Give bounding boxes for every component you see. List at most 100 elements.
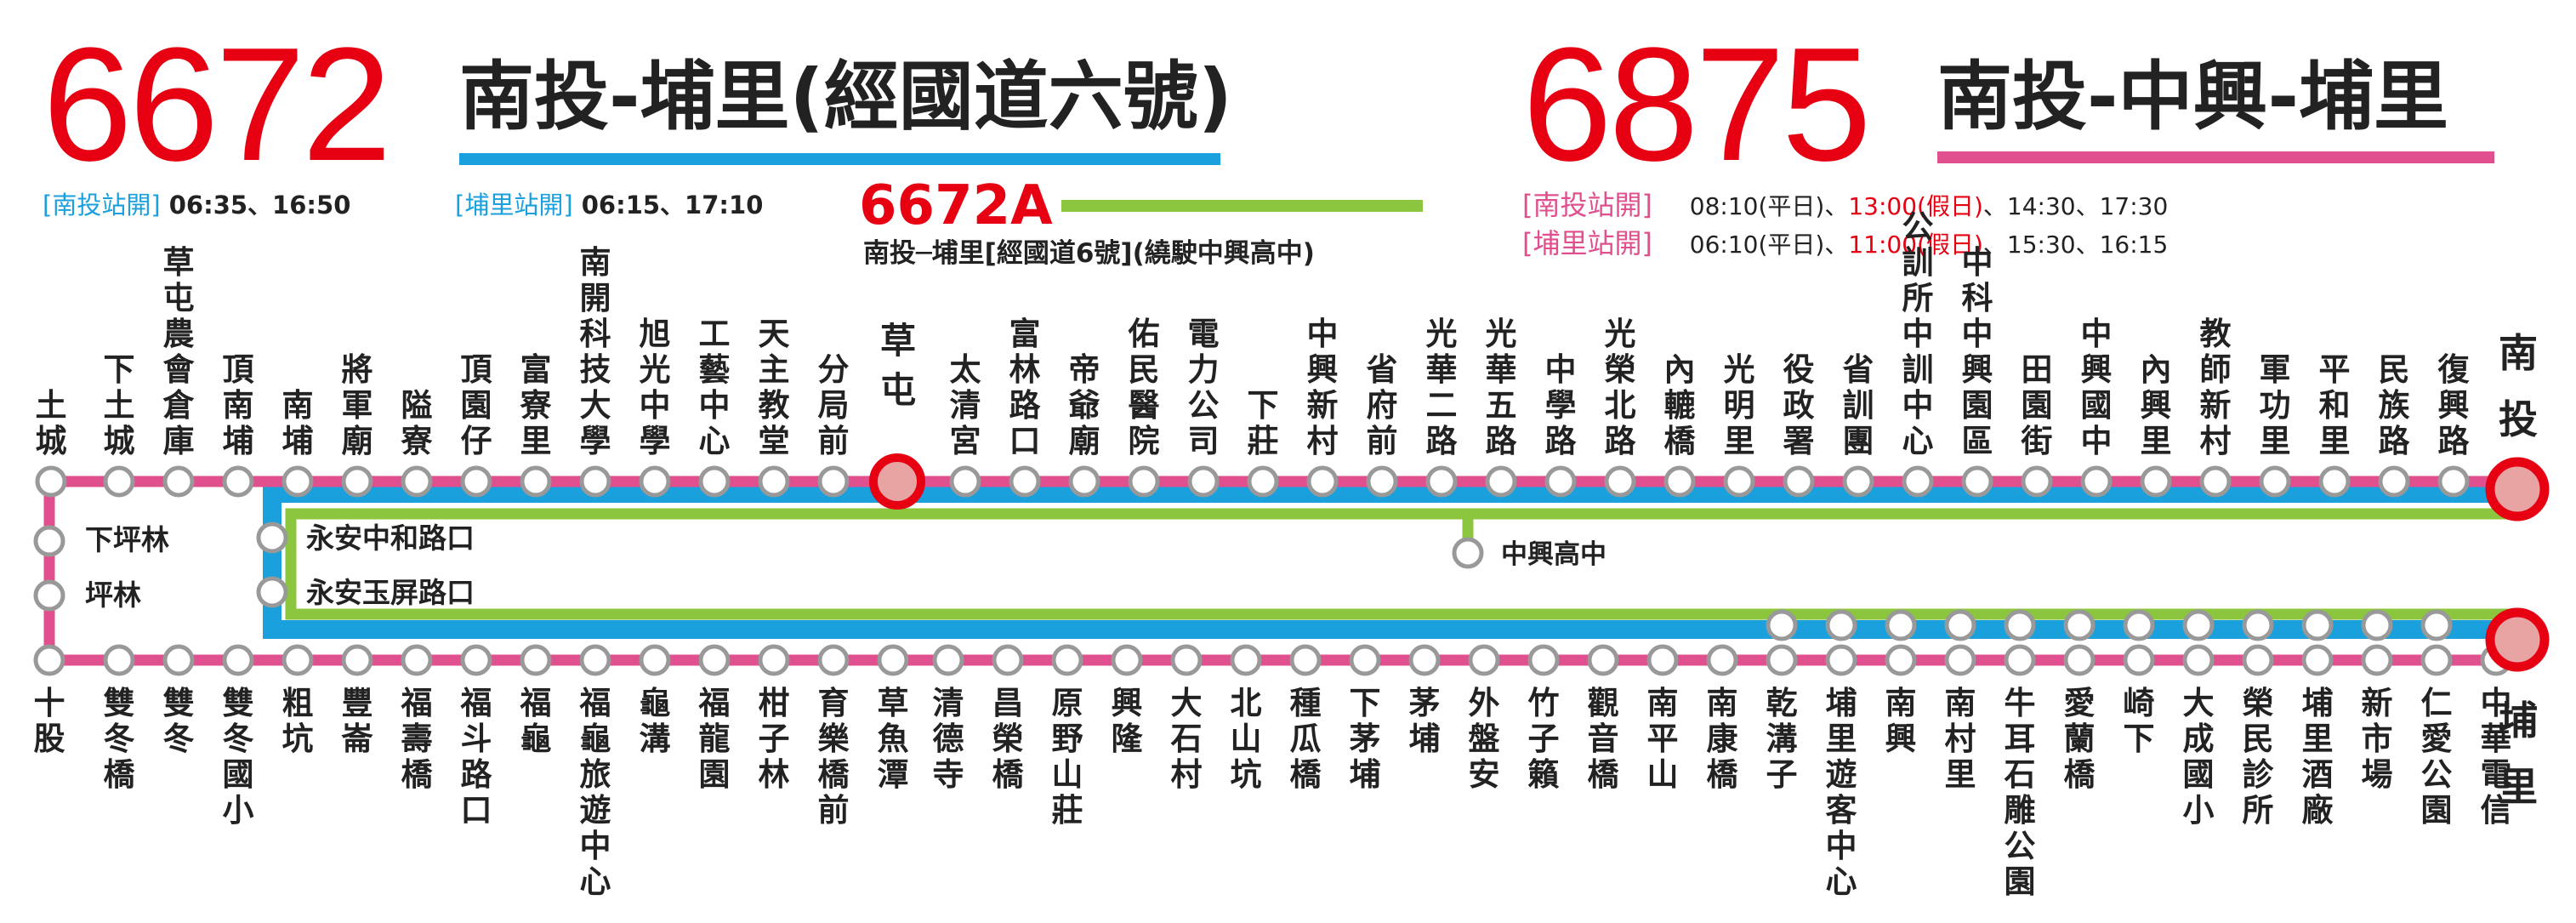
stop-circle-bottom-28 xyxy=(1706,644,1738,676)
stop-label-top-20: 下 莊 xyxy=(1247,387,1279,459)
stop-circle-express-6 xyxy=(2123,609,2155,641)
route-6875-line xyxy=(43,476,2517,666)
stop-circle-bottom-33 xyxy=(2004,644,2036,676)
stop-circle-bottom-2 xyxy=(162,644,195,676)
stop-circle-bottom-16 xyxy=(992,644,1024,676)
stop-circle-top-16 xyxy=(1009,465,1041,498)
stop-label-top-11: 工 藝 中 心 xyxy=(698,316,731,459)
side-stop-pinglin: 坪林 xyxy=(85,578,141,612)
terminal-puli-circle xyxy=(2485,607,2550,672)
side-stop-yongan-zhonghe: 永安中和路口 xyxy=(306,521,475,555)
stop-label-top-32: 中 科 中 興 園 區 xyxy=(1961,244,1993,459)
stop-label-top-24: 光 華 五 路 xyxy=(1485,316,1517,459)
stop-circle-top-7 xyxy=(460,465,492,498)
stop-label-bottom-33: 牛 耳 石 雕 公 園 xyxy=(2004,685,2036,900)
stop-circle-top-10 xyxy=(639,465,671,498)
stop-label-bottom-31: 南 興 xyxy=(1885,685,1917,757)
stop-circle-express-1 xyxy=(1825,609,1857,641)
stop-circle-bottom-17 xyxy=(1051,644,1083,676)
stop-label-bottom-13: 育 樂 橋 前 xyxy=(817,685,850,829)
stop-circle-top-32 xyxy=(1961,465,1993,498)
stop-circle-bottom-20 xyxy=(1230,644,1262,676)
stop-label-top-16: 富 林 路 口 xyxy=(1009,316,1041,459)
stop-circle-top-30 xyxy=(1842,465,1874,498)
stop-label-top-27: 內 轆 橋 xyxy=(1663,351,1696,459)
route-6672-name: 南投-埔里(經國道六號) xyxy=(459,53,1232,140)
route-6672-underline xyxy=(459,153,1220,165)
stop-label-bottom-17: 原 野 山 莊 xyxy=(1051,685,1083,829)
stop-circle-bottom-7 xyxy=(460,644,492,676)
stop-label-top-18: 佑 民 醫 院 xyxy=(1128,316,1160,459)
stop-label-bottom-20: 北 山 坑 xyxy=(1230,685,1262,793)
stop-circle-bottom-32 xyxy=(1944,644,1976,676)
stop-circle-bottom-27 xyxy=(1646,644,1679,676)
stop-label-bottom-25: 竹 子 籟 xyxy=(1527,685,1560,793)
stop-circle-zhongxing-high xyxy=(1452,537,1484,569)
route-6672a-number: 6672A xyxy=(859,174,1053,237)
stop-circle-bottom-31 xyxy=(1885,644,1917,676)
stop-label-bottom-37: 榮 民 診 所 xyxy=(2242,685,2274,829)
stop-label-bottom-14: 草 魚 潭 xyxy=(877,685,909,793)
stop-label-top-30: 省 訓 團 xyxy=(1842,351,1874,459)
stop-circle-top-39 xyxy=(2378,465,2410,498)
stop-circle-top-8 xyxy=(520,465,552,498)
stop-label-top-17: 帝 爺 廟 xyxy=(1068,351,1100,459)
stop-circle-bottom-22 xyxy=(1349,644,1381,676)
stop-label-bottom-40: 仁 愛 公 園 xyxy=(2420,685,2453,829)
stop-circle-top-9 xyxy=(579,465,611,498)
stop-circle-top-21 xyxy=(1306,465,1339,498)
route-6875-underline xyxy=(1937,151,2494,163)
stop-circle-express-2 xyxy=(1885,609,1917,641)
stop-circle-pinglin xyxy=(33,579,65,612)
stop-label-top-4: 南 埔 xyxy=(281,387,314,459)
stop-circle-top-12 xyxy=(758,465,790,498)
stop-label-top-6: 隘 寮 xyxy=(401,387,433,459)
stop-circle-bottom-19 xyxy=(1170,644,1203,676)
stop-label-bottom-28: 南 康 橋 xyxy=(1706,685,1738,793)
stop-label-top-23: 光 華 二 路 xyxy=(1425,316,1458,459)
stop-circle-express-4 xyxy=(2004,609,2036,641)
stop-label-bottom-7: 福 斗 路 口 xyxy=(460,685,492,829)
stop-label-top-21: 中 興 新 村 xyxy=(1306,316,1339,459)
stop-label-bottom-3: 雙 冬 國 小 xyxy=(222,685,254,829)
stop-circle-top-5 xyxy=(341,465,373,498)
route-6875-name: 南投-中興-埔里 xyxy=(1937,53,2449,140)
stop-circle-top-24 xyxy=(1485,465,1517,498)
stop-label-bottom-15: 清 德 寺 xyxy=(932,685,964,793)
stop-label-bottom-11: 福 龍 園 xyxy=(698,685,731,793)
stop-label-top-39: 民 族 路 xyxy=(2378,351,2410,459)
stop-circle-bottom-10 xyxy=(639,644,671,676)
stop-circle-bottom-4 xyxy=(281,644,314,676)
stop-circle-express-9 xyxy=(2301,609,2334,641)
stop-circle-bottom-11 xyxy=(698,644,731,676)
stop-label-top-35: 內 興 里 xyxy=(2140,351,2172,459)
terminal-nantou-label: 南 投 xyxy=(2499,330,2538,442)
stop-label-top-12: 天 主 教 堂 xyxy=(758,316,790,459)
stop-circle-top-15 xyxy=(949,465,981,498)
stop-label-bottom-16: 昌 榮 橋 xyxy=(992,685,1024,793)
stop-label-top-0: 土 城 xyxy=(35,387,67,459)
stop-label-top-33: 田 園 街 xyxy=(2021,351,2053,459)
stop-label-top-28: 光 明 里 xyxy=(1723,351,1755,459)
stop-circle-top-4 xyxy=(281,465,314,498)
stop-circle-top-11 xyxy=(698,465,731,498)
stop-label-top-22: 省 府 前 xyxy=(1366,351,1398,459)
stop-circle-bottom-39 xyxy=(2361,644,2393,676)
route-6875-schedule-nantou: [南投站開] 08:10(平日)、13:00(假日)、14:30、17:30 xyxy=(1522,189,2169,221)
stop-label-bottom-9: 福 龜 旅 遊 中 心 xyxy=(579,685,611,900)
stop-circle-express-7 xyxy=(2182,609,2215,641)
stop-circle-top-37 xyxy=(2259,465,2291,498)
branch-stop-zhongxing-high: 中興高中 xyxy=(1501,539,1606,570)
stop-circle-top-28 xyxy=(1723,465,1755,498)
route-6875-number: 6875 xyxy=(1522,14,1872,195)
stop-circle-bottom-21 xyxy=(1289,644,1322,676)
stop-label-bottom-39: 新 市 場 xyxy=(2361,685,2393,793)
stop-circle-bottom-26 xyxy=(1587,644,1619,676)
stop-circle-bottom-8 xyxy=(520,644,552,676)
stop-label-top-31: 公 訓 所 中 訓 中 心 xyxy=(1902,208,1934,459)
stop-label-bottom-32: 南 村 里 xyxy=(1944,685,1976,793)
side-stop-xiapinglin: 下坪林 xyxy=(85,523,169,556)
stop-label-bottom-29: 乾 溝 子 xyxy=(1766,685,1798,793)
